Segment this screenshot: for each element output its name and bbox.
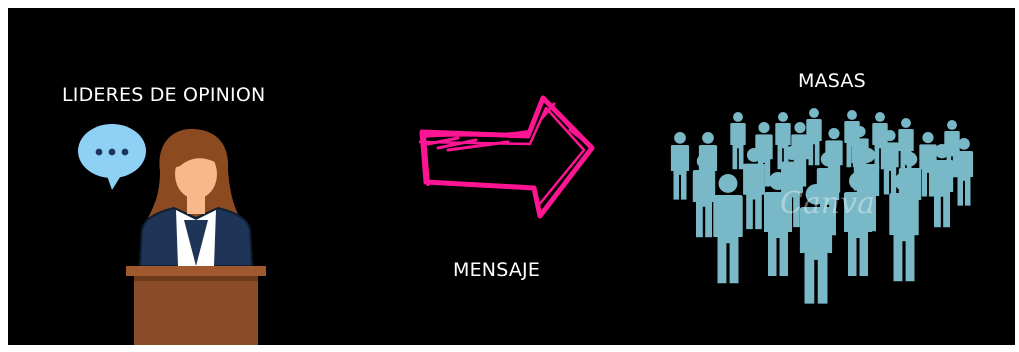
person-figure [713,174,742,283]
person-figure [775,112,790,169]
speech-bubble-icon [78,124,146,190]
person-figure [898,118,913,175]
diagram-canvas: LIDERES DE OPINION MASAS MENSAJE [8,8,1015,345]
arrow-right-icon [420,98,592,216]
speaker-at-podium-icon [126,129,266,345]
watermark-text: Canva [780,186,875,221]
diagram-graphics [8,8,1015,345]
person-figure [671,132,689,200]
person-figure [730,112,745,169]
